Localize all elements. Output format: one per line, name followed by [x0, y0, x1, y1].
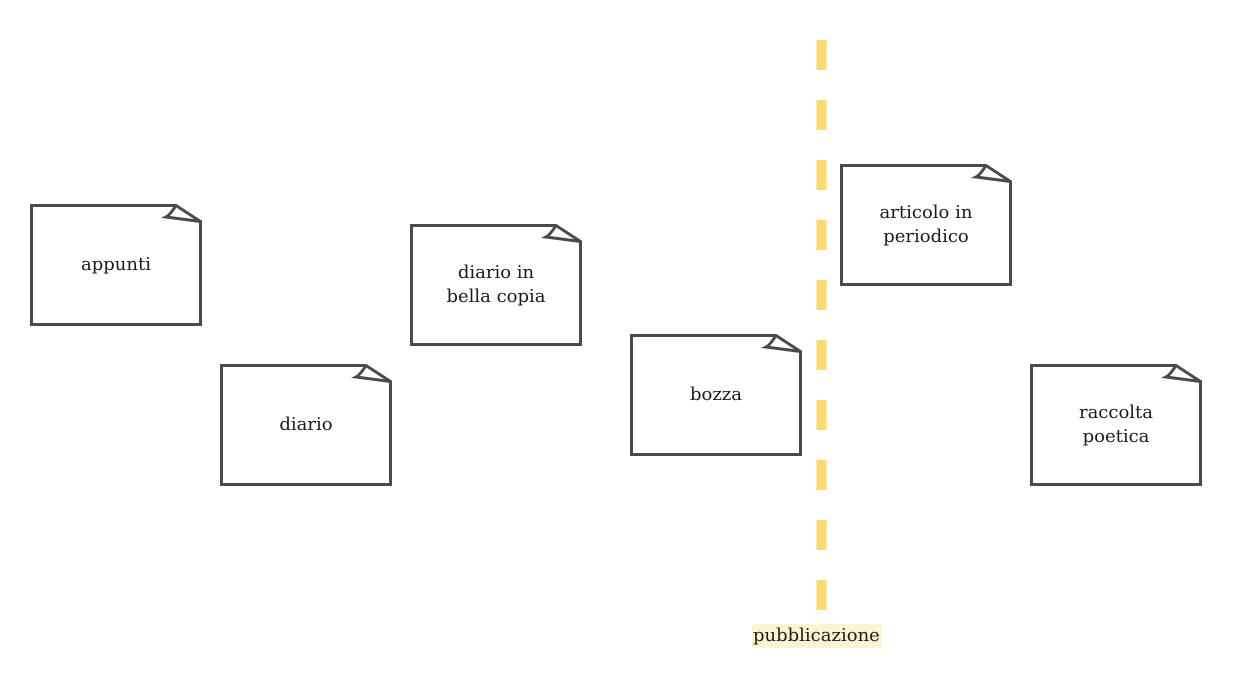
note-appunti: appunti	[30, 204, 202, 326]
note-shape	[410, 224, 582, 346]
milestone-label: pubblicazione	[752, 624, 881, 648]
note-label: appunti	[81, 254, 151, 275]
note-label: diario in bella copia	[446, 262, 546, 307]
note-diario: diario	[220, 364, 392, 486]
note-shape	[1030, 364, 1202, 486]
note-shape	[30, 204, 202, 326]
note-bozza: bozza	[630, 334, 802, 456]
note-label: diario	[279, 414, 333, 435]
note-shape	[220, 364, 392, 486]
milestone-dashed-line	[816, 40, 827, 610]
note-label: articolo in periodico	[879, 202, 973, 247]
note-articolo-in-periodico: articolo in periodico	[840, 164, 1012, 286]
note-label: bozza	[689, 384, 743, 405]
note-raccolta-poetica: raccolta poetica	[1030, 364, 1202, 486]
note-shape	[630, 334, 802, 456]
note-shape	[840, 164, 1012, 286]
note-diario-in-bella-copia: diario in bella copia	[410, 224, 582, 346]
note-label: raccolta poetica	[1078, 402, 1154, 447]
